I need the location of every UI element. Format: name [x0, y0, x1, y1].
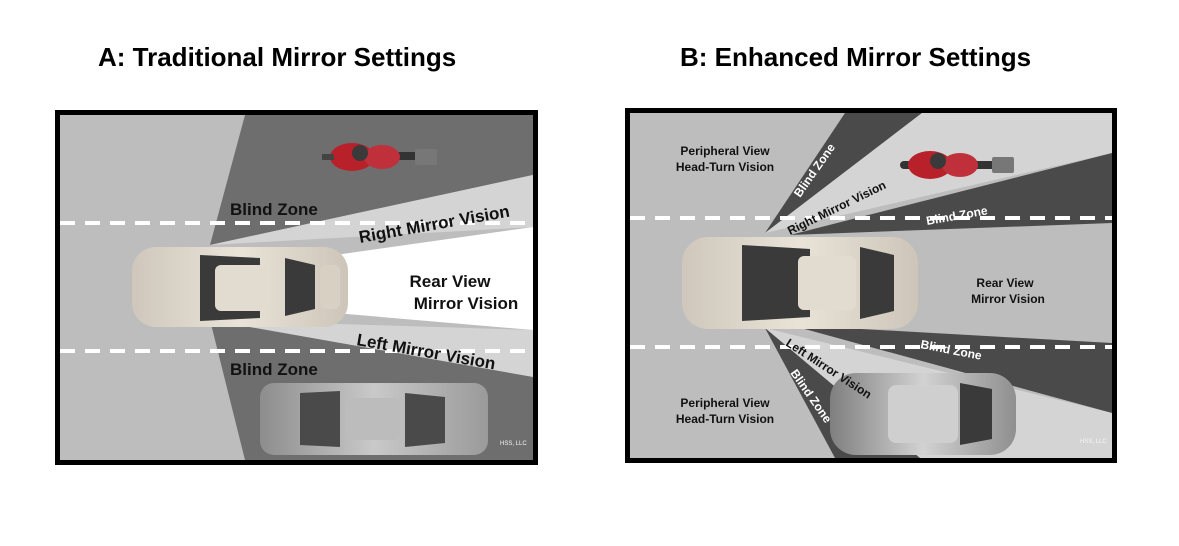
- panel-b-diagram: Peripheral View Head-Turn Vision Blind Z…: [625, 108, 1117, 463]
- label-rear-view-line2: Mirror Vision: [414, 294, 519, 313]
- copyright-a: HSS, LLC: [500, 441, 527, 447]
- driver-car: [132, 247, 348, 327]
- label-peripheral-bottom-line1: Peripheral View: [680, 396, 770, 410]
- blind-zone-right-top-area: [790, 153, 1112, 235]
- panel-b-title: B: Enhanced Mirror Settings: [680, 42, 1032, 72]
- label-rear-view-line1-b: Rear View: [976, 276, 1034, 290]
- panel-a-diagram: Blind Zone Right Mirror Vision Rear View…: [55, 110, 538, 465]
- copyright-b: HSS, LLC: [1080, 439, 1107, 445]
- panel-a-title: A: Traditional Mirror Settings: [98, 42, 457, 72]
- label-peripheral-top-line1: Peripheral View: [680, 144, 770, 158]
- rear-view-vision-area: [300, 227, 533, 330]
- motorcycle-b: [900, 151, 1014, 179]
- label-blind-zone-bottom: Blind Zone: [230, 360, 318, 379]
- label-rear-view-line2-b: Mirror Vision: [971, 292, 1045, 306]
- driver-car-b: [682, 237, 918, 329]
- panel-a-svg: Blind Zone Right Mirror Vision Rear View…: [60, 115, 533, 460]
- label-peripheral-bottom-line2: Head-Turn Vision: [676, 412, 774, 426]
- silver-car: [260, 383, 488, 455]
- right-mirror-vision-area: [210, 175, 533, 245]
- silver-car-b: [830, 373, 1016, 455]
- motorcycle: [322, 143, 437, 171]
- panel-b-svg: Peripheral View Head-Turn Vision Blind Z…: [630, 113, 1112, 458]
- label-peripheral-top-line2: Head-Turn Vision: [676, 160, 774, 174]
- blind-zone-top-area: [210, 115, 533, 245]
- label-blind-zone-top: Blind Zone: [230, 200, 318, 219]
- label-rear-view-line1: Rear View: [410, 272, 492, 291]
